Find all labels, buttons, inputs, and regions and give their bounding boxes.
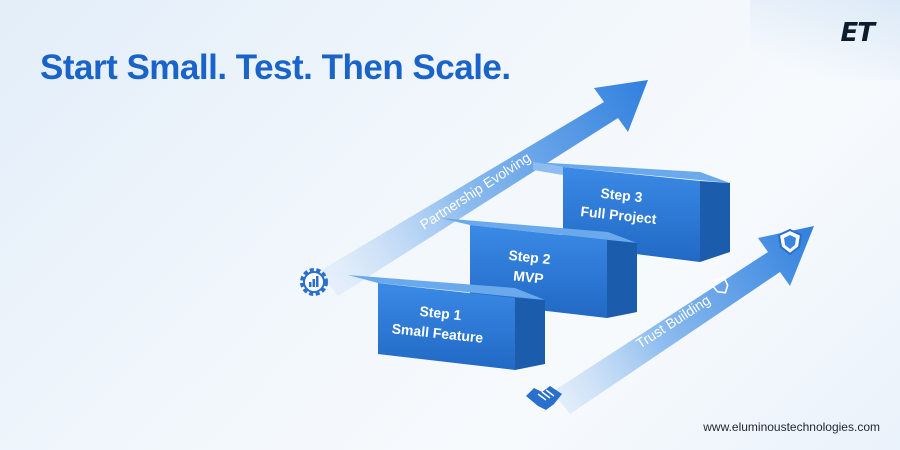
brand-logo: ET — [840, 18, 875, 48]
step-3-number: Step 3 — [600, 185, 644, 205]
step-1-block: Step 1 Small Feature — [348, 275, 545, 370]
step-1-number: Step 1 — [419, 303, 463, 323]
partnership-arrow-label: Partnership Evolving — [417, 149, 533, 232]
page-title: Start Small. Test. Then Scale. — [40, 48, 511, 87]
gear-chart-icon — [300, 268, 328, 296]
step-3-title: Full Project — [580, 203, 658, 227]
handshake-icon — [526, 386, 562, 410]
corner-glow — [750, 0, 900, 80]
step-2-title: MVP — [513, 267, 545, 286]
trust-shield-icon — [711, 277, 729, 294]
website-url: www.eluminoustechnologies.com — [703, 420, 880, 434]
step-2-number: Step 2 — [508, 247, 552, 267]
shield-icon — [777, 228, 803, 256]
